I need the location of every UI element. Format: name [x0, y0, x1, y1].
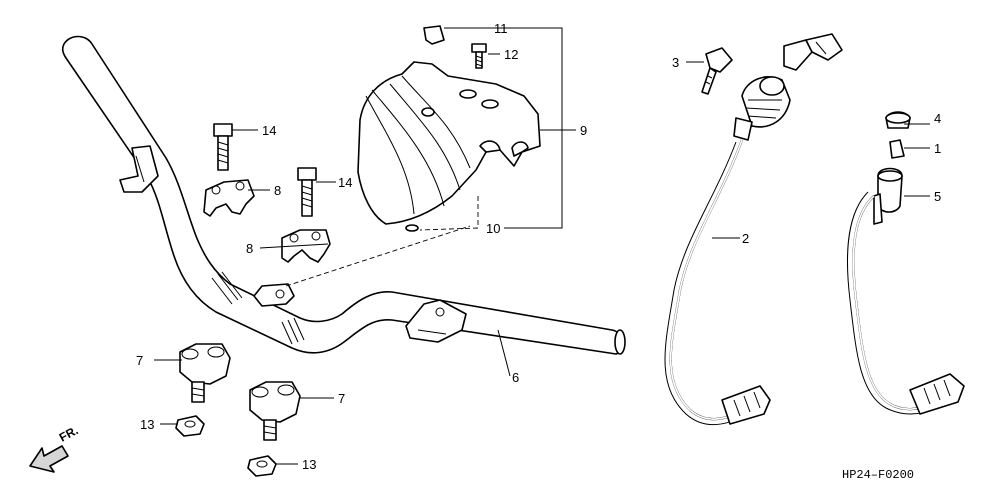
drawing-code: HP24–F0200 [842, 468, 914, 482]
switch-part-5 [873, 167, 903, 225]
callout-8-bottom: 8 [246, 241, 253, 256]
front-direction-arrow: FR. [29, 423, 81, 473]
callout-6: 6 [512, 370, 519, 385]
callout-14-left: 14 [262, 123, 276, 138]
callout-5: 5 [934, 189, 941, 204]
ignition-switch [733, 33, 843, 141]
callout-7-right: 7 [338, 391, 345, 406]
bolt-part-14-right [297, 167, 317, 217]
clip-part-11 [423, 25, 445, 45]
callout-7-left: 7 [136, 353, 143, 368]
switch-wire [846, 191, 965, 415]
leader-lines [154, 27, 930, 465]
callout-13-right: 13 [302, 457, 316, 472]
ignition-wire [664, 139, 771, 426]
upper-holder-top [203, 179, 255, 217]
handlebar [61, 35, 626, 355]
nut-part-13-left [175, 415, 205, 437]
bolt-part-14-left [213, 123, 233, 171]
handlebar-cover [357, 61, 541, 225]
front-direction-label: FR. [57, 423, 81, 444]
callout-2: 2 [742, 231, 749, 246]
callout-14-right: 14 [338, 175, 352, 190]
callout-11: 11 [494, 21, 508, 36]
bolt-part-12 [471, 43, 487, 69]
callout-12: 12 [504, 47, 518, 62]
callout-8-top: 8 [274, 183, 281, 198]
nut-part-13-right [247, 455, 277, 477]
callout-3: 3 [672, 55, 679, 70]
callout-4: 4 [934, 111, 941, 126]
callout-1: 1 [934, 141, 941, 156]
clip-part-1 [889, 139, 905, 159]
key-part-3 [701, 47, 733, 95]
right-bar-bracket [405, 299, 467, 343]
callout-10: 10 [486, 221, 500, 236]
callout-9: 9 [580, 123, 587, 138]
cap-part-4 [885, 111, 911, 129]
lower-holder-right [249, 381, 301, 441]
lower-holder-left [179, 343, 231, 403]
grommet-part-10 [405, 224, 419, 232]
callouts: 11 12 9 10 14 14 8 8 7 7 13 13 6 3 2 4 1… [136, 21, 941, 472]
callout-13-left: 13 [140, 417, 154, 432]
upper-holder-bottom [281, 229, 331, 263]
left-bar-bracket [119, 145, 159, 193]
